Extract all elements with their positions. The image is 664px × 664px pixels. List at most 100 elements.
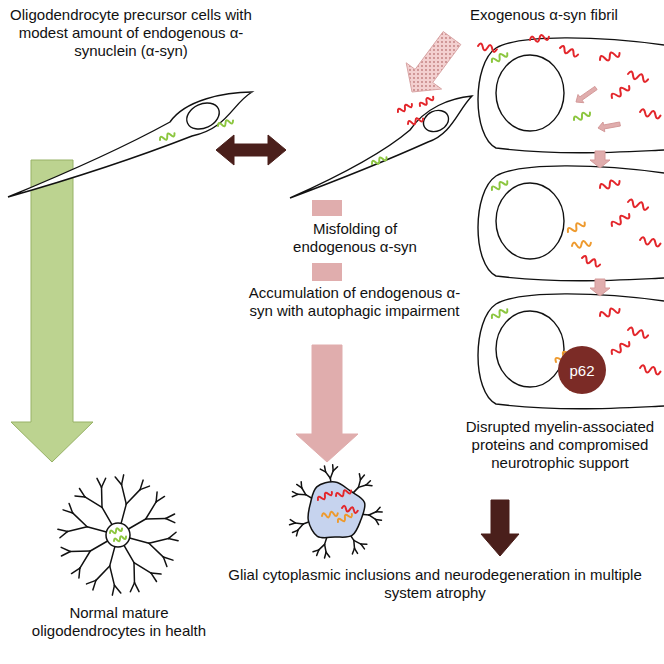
process bbox=[353, 540, 355, 548]
alpha-syn-squiggle bbox=[419, 95, 435, 108]
alpha-syn-squiggle bbox=[217, 118, 234, 128]
alpha-syn-squiggle bbox=[627, 199, 649, 211]
alpha-syn-squiggle bbox=[371, 155, 388, 166]
process bbox=[168, 532, 176, 538]
alpha-syn-squiggle bbox=[397, 102, 413, 114]
process bbox=[122, 475, 124, 485]
process bbox=[61, 551, 70, 556]
process bbox=[313, 550, 319, 552]
process bbox=[302, 488, 306, 495]
alpha-syn-squiggle bbox=[599, 50, 621, 63]
alpha-syn-squiggle bbox=[337, 512, 353, 524]
process bbox=[358, 485, 366, 487]
alpha-syn-squiggle bbox=[109, 527, 122, 535]
process bbox=[73, 513, 87, 527]
node-label: p62 bbox=[569, 362, 594, 379]
cell-membrane-detail bbox=[478, 38, 664, 153]
protein-aggregate-circle: p62 bbox=[558, 346, 606, 394]
alpha-syn-squiggle bbox=[322, 511, 339, 519]
process bbox=[369, 512, 376, 515]
alpha-syn-squiggle bbox=[571, 240, 591, 249]
caption-label: Oligodendrocyte precursor cells with mod… bbox=[6, 6, 256, 60]
process bbox=[69, 504, 73, 513]
process bbox=[87, 580, 96, 584]
uptake-arrow bbox=[576, 86, 597, 102]
process bbox=[115, 477, 121, 485]
process bbox=[68, 527, 87, 532]
alpha-syn-squiggle bbox=[627, 327, 649, 339]
process bbox=[292, 492, 297, 495]
alpha-syn-squiggle bbox=[113, 535, 126, 543]
process bbox=[333, 467, 337, 471]
alpha-syn-squiggle bbox=[317, 490, 333, 502]
cell-membrane-detail bbox=[478, 294, 664, 409]
process bbox=[110, 566, 115, 585]
process bbox=[71, 568, 79, 573]
alpha-syn-squiggle bbox=[491, 179, 509, 193]
nucleus-detail bbox=[496, 311, 564, 387]
process bbox=[330, 471, 333, 478]
process bbox=[79, 488, 84, 496]
caption-label: Misfolding of endogenous α-syn bbox=[280, 220, 430, 256]
caption-label: Normal mature oligodendrocytes in health bbox=[14, 604, 224, 640]
progression-arrow bbox=[296, 345, 358, 462]
alpha-syn-squiggle bbox=[477, 43, 497, 52]
outcome-arrow bbox=[481, 500, 519, 556]
alpha-syn-squiggle bbox=[610, 211, 631, 228]
alpha-syn-squiggle bbox=[491, 51, 509, 65]
process bbox=[133, 563, 135, 583]
process bbox=[290, 520, 295, 523]
alpha-syn-squiggle bbox=[581, 255, 601, 267]
alpha-syn-squiggle bbox=[335, 488, 352, 498]
process bbox=[166, 514, 175, 519]
process bbox=[80, 551, 90, 568]
alpha-syn-squiggle bbox=[529, 34, 549, 43]
process bbox=[112, 585, 114, 595]
process bbox=[369, 515, 376, 519]
process bbox=[58, 529, 68, 531]
process bbox=[123, 544, 134, 563]
process bbox=[87, 527, 108, 533]
nucleus-detail bbox=[496, 183, 564, 259]
process bbox=[376, 511, 382, 513]
process bbox=[325, 544, 326, 552]
caption-label: Glial cytoplasmic inclusions and neurode… bbox=[225, 566, 645, 602]
process bbox=[126, 490, 140, 504]
process bbox=[352, 548, 354, 554]
progression-arrow-segment bbox=[312, 263, 342, 281]
alpha-syn-squiggle bbox=[639, 237, 661, 247]
process bbox=[101, 487, 103, 507]
process bbox=[134, 563, 151, 573]
oligodendrocyte-body bbox=[106, 523, 130, 547]
process bbox=[156, 496, 164, 501]
alpha-syn-squiggle bbox=[559, 45, 579, 57]
progression-arrow-segment bbox=[312, 200, 342, 216]
caption-label: Disrupted myelin-associated proteins and… bbox=[462, 418, 658, 472]
process bbox=[292, 530, 297, 532]
process bbox=[366, 484, 372, 486]
alpha-syn-squiggle bbox=[573, 110, 591, 122]
mature-oligodendrocyte bbox=[58, 475, 178, 595]
process bbox=[60, 531, 68, 537]
alpha-syn-squiggle bbox=[407, 116, 424, 126]
process bbox=[110, 545, 116, 566]
process bbox=[146, 518, 166, 520]
caption-label: Exogenous α-syn fibril bbox=[430, 6, 658, 24]
caption-label: Accumulation of endogenous α-syn with au… bbox=[247, 284, 462, 320]
process bbox=[324, 466, 325, 472]
oligodendrocyte-body bbox=[308, 482, 365, 538]
process bbox=[376, 519, 379, 524]
process bbox=[90, 540, 109, 551]
process bbox=[326, 472, 331, 478]
fibril-entry-arrow bbox=[406, 32, 461, 93]
process bbox=[300, 482, 302, 488]
alpha-syn-squiggle bbox=[159, 131, 176, 142]
alpha-syn-squiggle bbox=[627, 71, 649, 83]
alpha-syn-squiggle bbox=[639, 109, 661, 119]
nucleus-detail bbox=[496, 55, 564, 131]
uptake-arrow bbox=[598, 122, 620, 132]
process bbox=[134, 583, 139, 592]
process bbox=[122, 485, 127, 504]
